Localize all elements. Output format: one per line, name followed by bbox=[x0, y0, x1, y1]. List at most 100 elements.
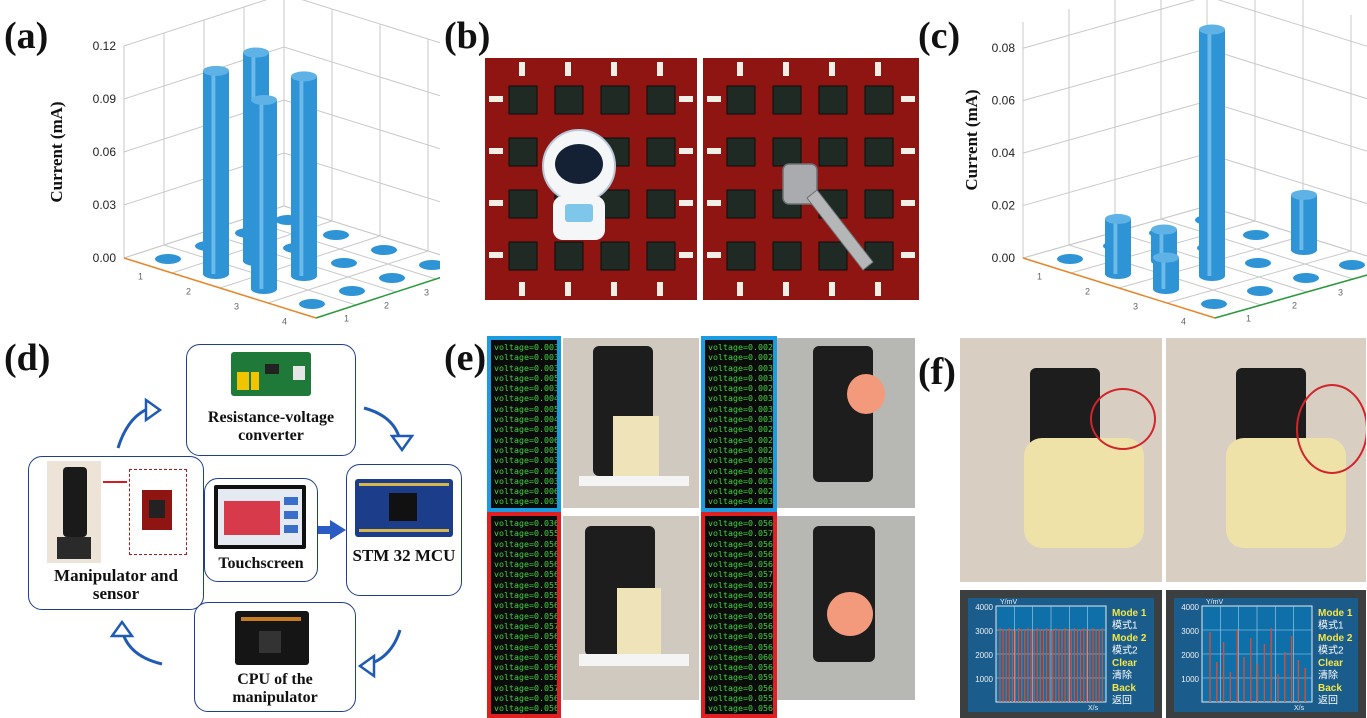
voltage-reading: voltage=0.004v bbox=[494, 393, 561, 404]
wall-gridline bbox=[1022, 0, 1367, 49]
voltage-reading: voltage=0.003v bbox=[708, 465, 777, 476]
cylinder-zero-disc bbox=[1293, 273, 1319, 283]
lcd-menu-item: 返回 bbox=[1318, 695, 1338, 707]
voltage-reading: voltage=0.056v bbox=[494, 559, 561, 570]
sensor-unit bbox=[818, 137, 848, 167]
electrode-right bbox=[901, 200, 915, 206]
chart-a: 0.000.030.060.090.1211223344Current (mA) bbox=[47, 0, 440, 325]
sensor-unit bbox=[646, 189, 676, 219]
sensor-unit bbox=[646, 241, 676, 271]
mcu-label: STM 32 MCU bbox=[352, 546, 456, 565]
y-axis-label: Current (mA) bbox=[47, 101, 66, 202]
cylinder-highlight bbox=[259, 99, 264, 289]
astronaut-panel bbox=[565, 204, 593, 222]
panel-label-f: (f) bbox=[918, 351, 956, 393]
voltage-reading: voltage=0.003v bbox=[708, 362, 777, 373]
cylinder-zero-disc bbox=[155, 254, 181, 264]
sensor-unit bbox=[508, 137, 538, 167]
chart-c-grid bbox=[1022, 0, 1367, 319]
voltage-reading: voltage=0.003v bbox=[708, 475, 777, 486]
gripper-open-photo bbox=[960, 338, 1162, 582]
sensor-unit bbox=[818, 241, 848, 271]
voltage-reading: voltage=0.055v bbox=[494, 641, 561, 652]
voltage-reading: voltage=0.004v bbox=[494, 414, 561, 425]
voltage-reading: voltage=0.056v bbox=[494, 703, 561, 714]
electrode-right bbox=[901, 96, 915, 102]
voltage-reading: voltage=0.057v bbox=[708, 569, 777, 580]
cylinder-zero-disc bbox=[339, 286, 365, 296]
electrode-top bbox=[657, 62, 663, 76]
lcd-y-unit: Y/mV bbox=[1206, 599, 1223, 606]
hand-balloon-grasp-photo bbox=[777, 516, 915, 700]
chart-a-axes: 0.000.030.060.090.1211223344Current (mA) bbox=[47, 39, 440, 325]
y-tick-label: 0.06 bbox=[992, 94, 1016, 108]
cylinder-base bbox=[1291, 245, 1317, 255]
sensor-unit bbox=[726, 137, 756, 167]
key-head bbox=[782, 163, 818, 205]
floor-gridline bbox=[1214, 274, 1367, 319]
cylinder-zero-disc bbox=[299, 299, 325, 309]
cpu-box: CPU of the manipulator bbox=[194, 602, 356, 712]
electrode-left bbox=[707, 200, 721, 206]
voltage-reading: voltage=0.003v bbox=[708, 393, 777, 404]
voltage-reading: voltage=0.005v bbox=[708, 506, 777, 512]
lcd-x-unit: X/s bbox=[1088, 705, 1099, 712]
voltage-reading: voltage=0.055v bbox=[708, 693, 777, 704]
converter-box: Resistance-voltage converter bbox=[186, 344, 356, 456]
y-tick-label: 0.09 bbox=[93, 92, 117, 106]
sensor-array-drawing-key bbox=[703, 58, 919, 300]
cylinder-zero-disc bbox=[1245, 258, 1271, 268]
voltage-reading: voltage=0.003v bbox=[708, 496, 777, 507]
cylinder-top bbox=[1105, 213, 1131, 224]
voltage-reading: voltage=0.056v bbox=[708, 559, 777, 570]
manipulator-image bbox=[47, 461, 101, 563]
electrode-top bbox=[875, 62, 881, 76]
cylinder-base bbox=[1105, 269, 1131, 279]
x-tick-label: 1 bbox=[138, 272, 143, 282]
depth-axis-line bbox=[315, 276, 440, 319]
astronaut-visor bbox=[555, 144, 603, 184]
sensor-unit bbox=[772, 137, 802, 167]
lcd-menu-item: 模式2 bbox=[1112, 644, 1138, 657]
electrode-right bbox=[901, 252, 915, 258]
electrode-bottom bbox=[783, 282, 789, 296]
panel-label-c: (c) bbox=[918, 15, 961, 57]
zoom-arrow bbox=[103, 481, 127, 483]
manipulator-box: Manipulator and sensor bbox=[28, 456, 204, 610]
electrode-left bbox=[707, 148, 721, 154]
sensor-unit bbox=[508, 241, 538, 271]
hand-sponge-released-photo bbox=[563, 338, 699, 508]
sensor-unit bbox=[554, 85, 584, 115]
y-tick-label: 0.00 bbox=[992, 251, 1016, 265]
electrode-left bbox=[707, 96, 721, 102]
voltage-reading: voltage=0.002v bbox=[494, 465, 561, 476]
panel-label-e: (e) bbox=[444, 337, 487, 379]
lcd-menu-item: Mode 2 bbox=[1112, 633, 1147, 644]
cylinder-bar bbox=[1199, 29, 1225, 277]
voltage-reading: voltage=0.057v bbox=[494, 620, 561, 631]
converter-board-image bbox=[231, 352, 311, 396]
y-tick-label: 0.12 bbox=[93, 39, 117, 53]
depth-tick-label: 2 bbox=[1292, 301, 1297, 311]
floor-gridline bbox=[1206, 205, 1367, 257]
voltage-reading: voltage=0.055v bbox=[494, 528, 561, 539]
cylinder-top bbox=[243, 47, 269, 58]
key-blade bbox=[806, 189, 874, 271]
floor-gridline bbox=[1166, 250, 1352, 304]
mcu-box: STM 32 MCU bbox=[346, 464, 462, 596]
lcd-menu-item: 模式1 bbox=[1318, 619, 1344, 632]
cylinder-base bbox=[291, 271, 317, 281]
x-tick-label: 3 bbox=[1133, 302, 1138, 312]
voltage-reading: voltage=0.056v bbox=[708, 703, 777, 714]
electrode-bottom bbox=[737, 282, 743, 296]
electrode-bottom bbox=[565, 282, 571, 296]
voltage-reading: voltage=0.003v bbox=[494, 342, 561, 352]
sensor-unit bbox=[818, 85, 848, 115]
y-tick-label: 0.06 bbox=[93, 145, 117, 159]
